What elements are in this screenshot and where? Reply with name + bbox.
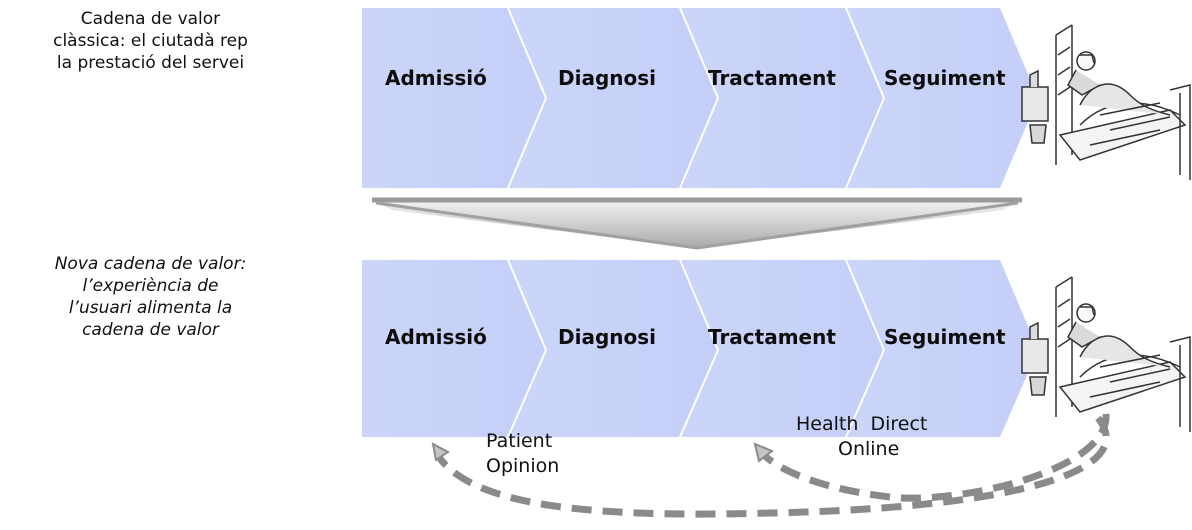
- stage-label-diagnosi: Diagnosi: [558, 66, 656, 90]
- source-label-health-direct: Health Direct: [796, 413, 927, 435]
- new-value-chain: Admissió Diagnosi Tractament Seguiment: [362, 260, 1038, 437]
- source-label-health-direct: Online: [838, 438, 899, 460]
- source-label-patient-opinion: Patient: [486, 430, 552, 452]
- transition-arrow: [372, 200, 1022, 248]
- source-label-patient-opinion: Opinion: [486, 455, 559, 477]
- classic-value-chain: Admissió Diagnosi Tractament Seguiment: [362, 8, 1038, 188]
- stage-label-tractament: Tractament: [708, 325, 836, 349]
- stage-label-tractament: Tractament: [708, 66, 836, 90]
- patient-in-bed-icon: [1022, 277, 1190, 432]
- stage-label-admissio: Admissió: [385, 325, 487, 349]
- stage-label-admissio: Admissió: [385, 66, 487, 90]
- stage-label-seguiment: Seguiment: [884, 66, 1006, 90]
- stage-label-diagnosi: Diagnosi: [558, 325, 656, 349]
- arrowhead-icon: [433, 444, 448, 460]
- stage-label-seguiment: Seguiment: [884, 325, 1006, 349]
- patient-in-bed-icon: [1022, 25, 1190, 180]
